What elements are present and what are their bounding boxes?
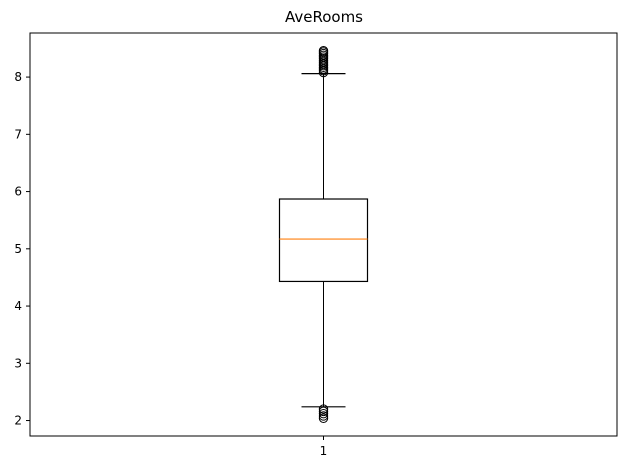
outlier-point xyxy=(318,406,329,417)
y-tick-label: 5 xyxy=(14,242,22,256)
y-tick-label: 3 xyxy=(14,356,22,370)
axes: 2 3 4 5 6 7 8 1 xyxy=(14,32,618,458)
y-tick-label: 6 xyxy=(14,185,22,199)
outlier-point xyxy=(318,411,329,421)
y-tick-label: 4 xyxy=(14,299,22,313)
chart-title: AveRooms xyxy=(285,8,363,26)
outlier-point xyxy=(318,408,329,419)
y-tick-label: 7 xyxy=(14,127,22,141)
y-tick-label: 8 xyxy=(14,70,22,84)
outlier-point xyxy=(318,413,329,423)
plot-area xyxy=(278,46,369,423)
y-tick-label: 2 xyxy=(14,414,22,428)
outlier-point xyxy=(318,46,329,56)
outlier-point xyxy=(318,404,329,414)
iqr-box xyxy=(278,198,369,283)
x-tick-label: 1 xyxy=(320,444,328,458)
